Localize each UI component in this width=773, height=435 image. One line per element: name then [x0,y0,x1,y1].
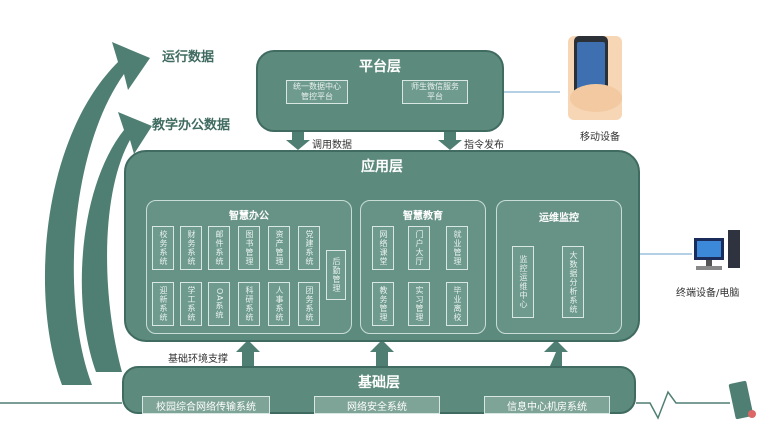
run-data-label: 运行数据 [162,50,215,65]
office-cell: 财务系统 [180,226,202,270]
office-cell: 学工系统 [180,282,202,326]
office-cell: 邮件系统 [208,226,230,270]
office-cell: 科研系统 [238,282,260,326]
up-arrow-2 [370,340,394,366]
education-cell: 就业管理 [446,226,468,270]
call-data-arrow [286,132,310,150]
platform-title: 平台层 [359,59,401,75]
decor-logo-icon [728,380,756,420]
education-cell: 实习管理 [408,282,430,326]
monitor-cell-bigdata: 大数据分析系统 [562,246,584,318]
command-label: 指令发布 [464,140,504,151]
mobile-device-label: 移动设备 [580,132,620,143]
education-cell: 门户大厅 [408,226,430,270]
base-item-security: 网络安全系统 [314,396,440,414]
office-cell: 图书管理 [238,226,260,270]
office-cell: 人事系统 [268,282,290,326]
application-title: 应用层 [361,159,403,175]
office-data-arrow [81,112,152,372]
terminal-device-label: 终端设备/电脑 [676,288,740,299]
education-cell: 毕业离校 [446,282,468,326]
office-cell-logistics: 后勤管理 [326,250,346,300]
monitoring-title: 运维监控 [539,213,579,224]
infra-support-label: 基础环境支撑 [168,354,228,365]
base-item-network: 校园综合网络传输系统 [142,396,270,414]
base-line-right [636,390,730,420]
office-cell: 迎新系统 [152,282,174,326]
smart-education-title: 智慧教育 [403,211,443,222]
base-title: 基础层 [358,375,400,391]
platform-box-wechat: 师生微信服务 平台 [402,80,468,104]
up-arrow-3 [544,340,568,366]
run-data-arrow [44,42,150,385]
education-cell: 网络课堂 [372,226,394,270]
monitor-cell-ops-center: 监控运维中心 [512,246,534,318]
office-cell: 校务系统 [152,226,174,270]
office-data-label: 教学办公数据 [152,118,231,133]
smart-office-title: 智慧办公 [229,211,269,222]
platform-box-data-center: 统一数据中心 管控平台 [286,80,348,104]
education-cell: 教务管理 [372,282,394,326]
office-cell: OA系统 [208,282,230,326]
command-arrow [438,132,462,150]
office-cell: 资产管理 [268,226,290,270]
office-cell: 团务系统 [298,282,320,326]
phone-icon [568,36,622,120]
call-data-label: 调用数据 [312,140,352,151]
computer-icon [694,230,740,270]
base-item-datacenter: 信息中心机房系统 [484,396,610,414]
office-cell: 党建系统 [298,226,320,270]
up-arrow-1 [236,340,260,366]
